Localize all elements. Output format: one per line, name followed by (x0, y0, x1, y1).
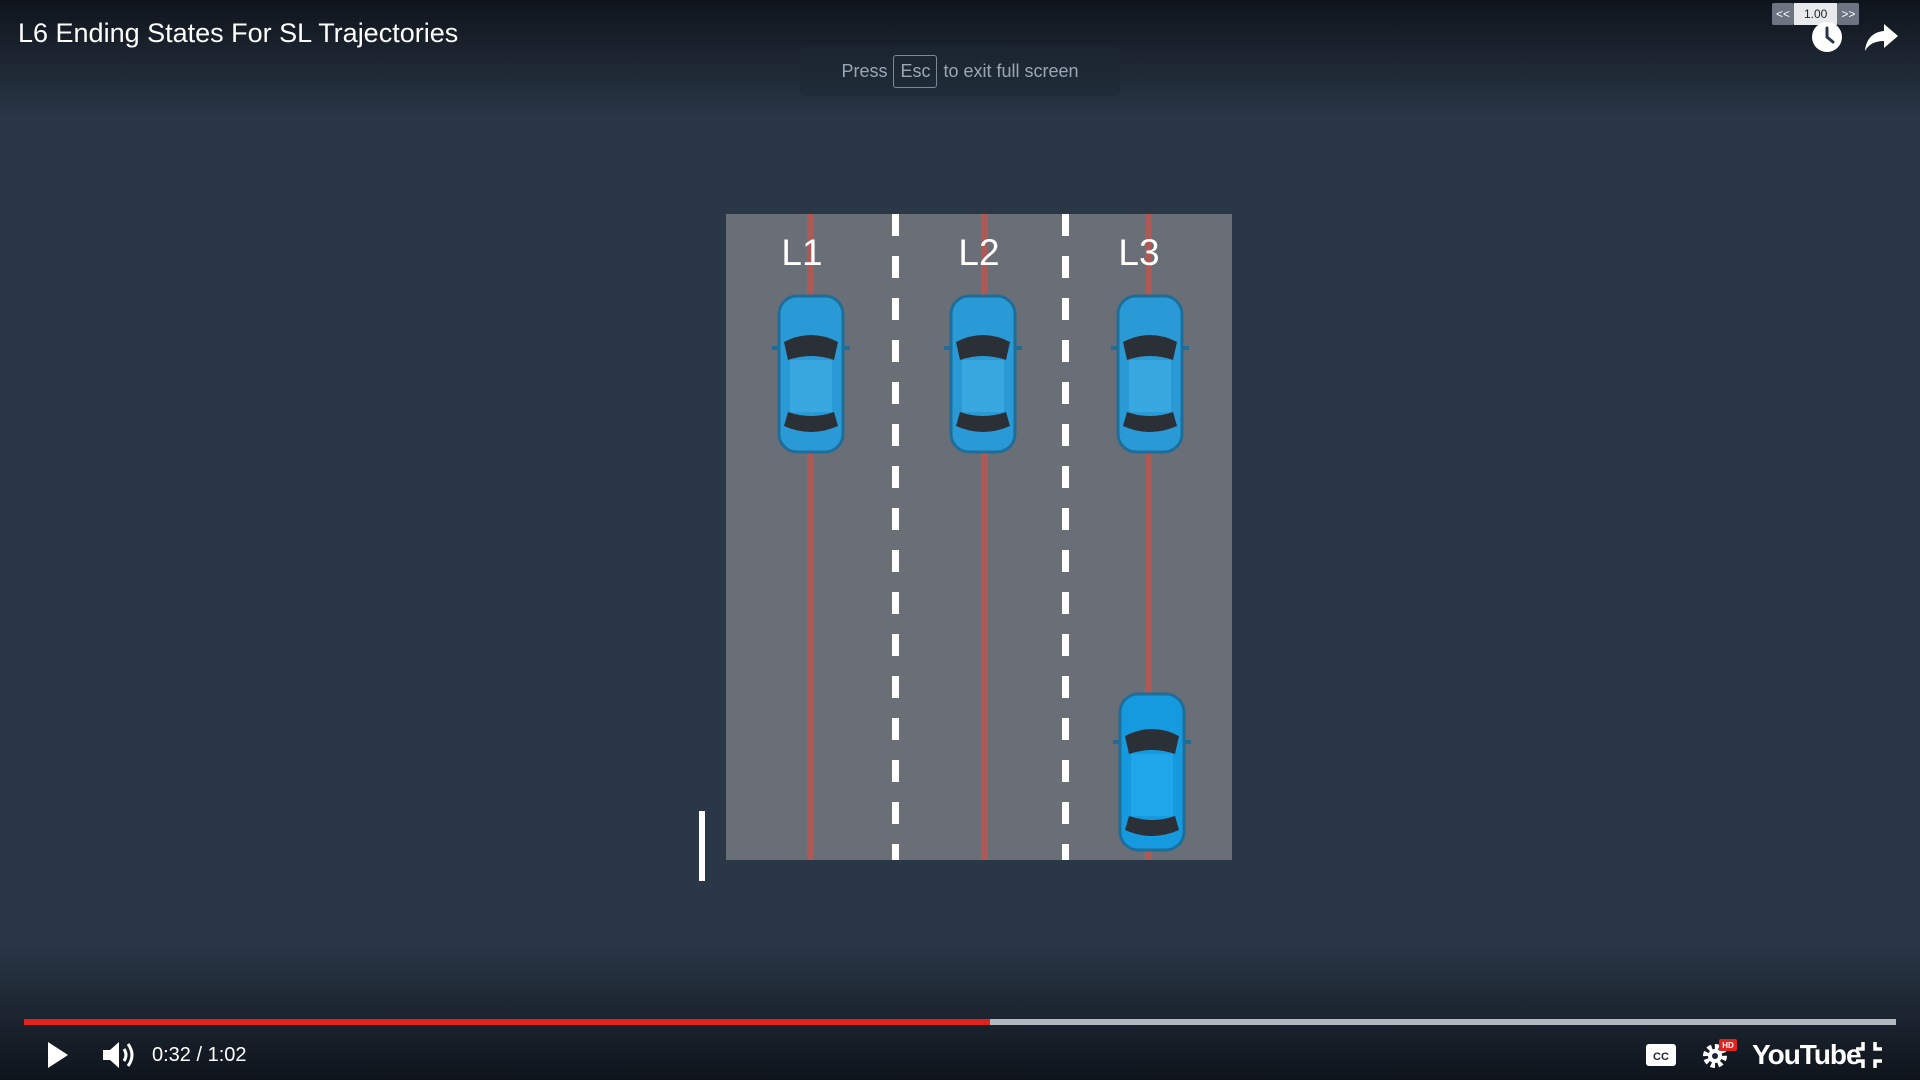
speed-decrease-button[interactable]: << (1772, 3, 1794, 25)
youtube-logo[interactable]: YouTube (1752, 1039, 1862, 1070)
car-ego-l3 (1113, 692, 1191, 852)
lane-center-line-l2 (981, 214, 988, 860)
lane-label-l1: L1 (781, 232, 823, 273)
watch-later-button[interactable] (1810, 20, 1844, 54)
progress-bar[interactable] (24, 1019, 1896, 1025)
exit-fullscreen-icon (1856, 1042, 1882, 1068)
captions-button[interactable]: CC (1644, 1034, 1678, 1076)
play-button[interactable] (40, 1034, 74, 1076)
cc-icon: CC (1646, 1044, 1676, 1066)
progress-played (24, 1019, 990, 1025)
car-l3-top (1111, 294, 1189, 454)
playback-speed-control: << 1.00 >> (1772, 3, 1860, 25)
settings-button[interactable]: HD (1700, 1034, 1738, 1076)
esc-key: Esc (893, 54, 938, 88)
volume-button[interactable] (100, 1034, 138, 1076)
car-l1-top (772, 294, 850, 454)
fullscreen-hint-suffix: to exit full screen (943, 60, 1079, 81)
lane-divider-2 (1062, 214, 1069, 860)
play-icon (48, 1042, 68, 1068)
share-icon (1865, 24, 1898, 51)
share-button[interactable] (1862, 18, 1900, 56)
clock-icon (1812, 22, 1842, 52)
road-scene: L1 L2 L3 (726, 214, 1232, 860)
gear-icon: HD (1703, 1039, 1737, 1068)
fullscreen-hint: Press Esc to exit full screen (800, 46, 1120, 96)
time-display: 0:32 / 1:02 (152, 1043, 247, 1066)
speed-value: 1.00 (1794, 3, 1838, 25)
lane-divider-1 (892, 214, 899, 860)
lane-label-l3: L3 (1118, 232, 1160, 273)
cursor-caret (699, 811, 705, 881)
bottom-overlay (0, 940, 1920, 1080)
car-l2-top (944, 294, 1022, 454)
video-title[interactable]: L6 Ending States For SL Trajectories (18, 18, 459, 48)
lane-center-line-l1 (807, 214, 814, 860)
exit-fullscreen-button[interactable] (1852, 1034, 1886, 1076)
hd-badge: HD (1722, 1041, 1734, 1050)
speed-increase-button[interactable]: >> (1837, 3, 1860, 25)
volume-icon (103, 1042, 134, 1068)
lane-label-l2: L2 (958, 232, 1000, 273)
fullscreen-hint-prefix: Press (841, 60, 888, 81)
cc-label: CC (1653, 1051, 1669, 1063)
lane-center-line-l3 (1145, 214, 1152, 860)
